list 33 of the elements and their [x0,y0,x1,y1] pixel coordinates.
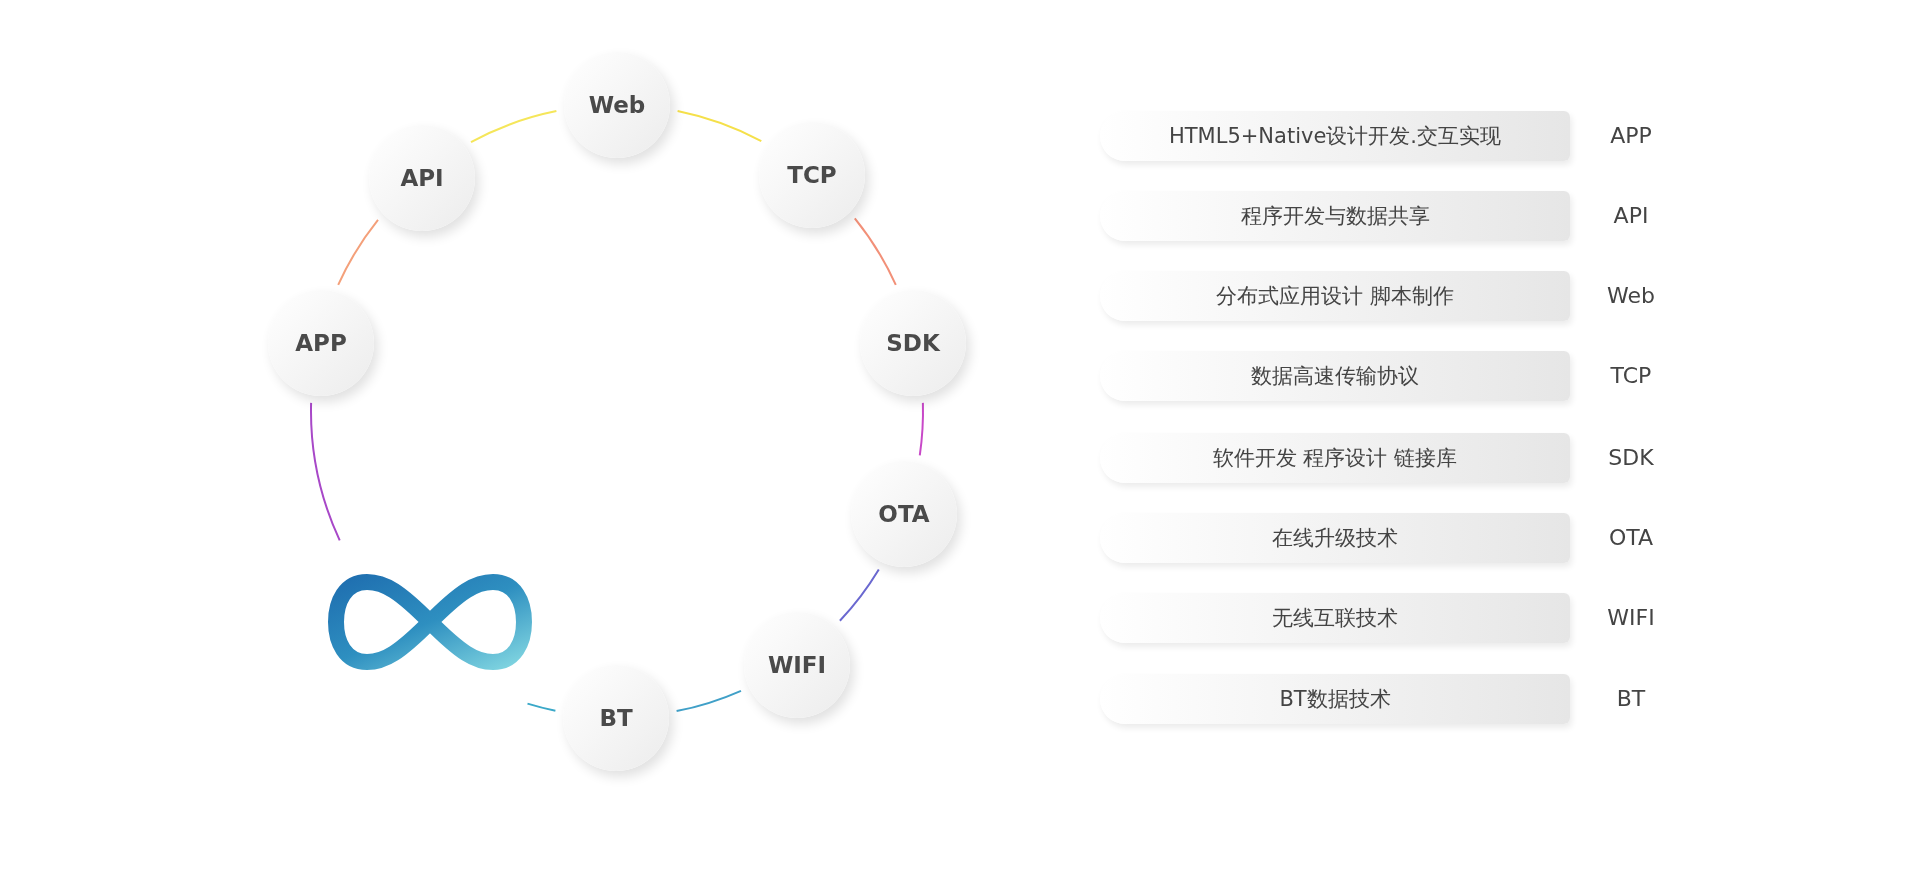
ring-arc [337,218,379,286]
ring-arc [918,401,924,457]
description-pill: BT数据技术 [1100,674,1570,724]
node-label: APP [295,330,347,356]
node-label: API [400,165,444,191]
description-pill: 程序开发与数据共享 [1100,191,1570,241]
node-label: WIFI [767,652,827,678]
node-label: Web [588,92,646,118]
description-pill: HTML5+Native设计开发.交互实现 [1100,111,1570,161]
protocol-label: API [1612,202,1650,230]
protocol-label: Web [1606,282,1656,310]
description-pill: 无线互联技术 [1100,593,1570,643]
ring-arc [310,401,341,542]
node-label: SDK [886,330,940,356]
protocol-label: TCP [1609,362,1653,390]
description-pill: 数据高速传输协议 [1100,351,1570,401]
description-pill: 在线升级技术 [1100,513,1570,563]
protocol-label: APP [1609,122,1653,150]
protocol-label: WIFI [1606,604,1656,632]
ring-arc [526,702,557,712]
description-pill: 软件开发 程序设计 链接库 [1100,433,1570,483]
ring-arc [470,110,558,144]
protocol-label: BT [1615,685,1647,713]
description-pill: 分布式应用设计 脚本制作 [1100,271,1570,321]
node-label: TCP [787,162,837,188]
protocol-label: SDK [1607,444,1655,472]
ring-arc [838,568,880,622]
ring-arc [853,217,897,286]
ring-arc [675,689,742,713]
node-label: OTA [878,501,930,527]
node-label: BT [599,705,633,731]
protocol-label: OTA [1607,524,1655,552]
ring-arc [676,110,763,143]
